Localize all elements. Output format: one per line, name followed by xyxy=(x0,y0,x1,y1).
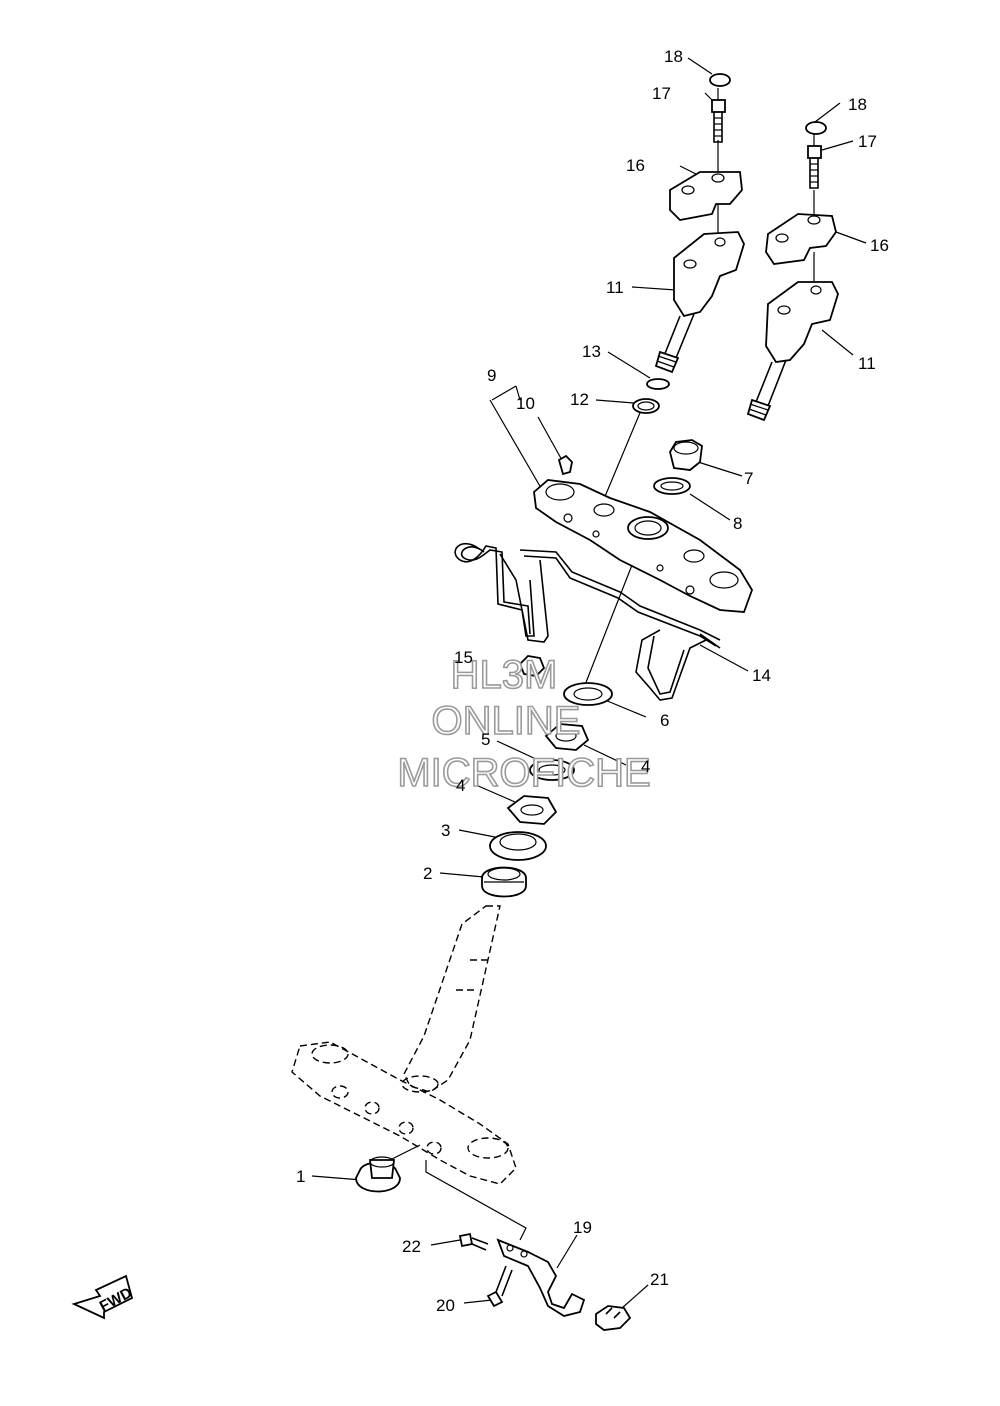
upper-holder-16-right xyxy=(765,213,837,265)
callout-21: 21 xyxy=(650,1270,669,1289)
lower-holder-11-right xyxy=(765,281,839,363)
ring-nut-4-lower xyxy=(506,795,558,825)
bolt-22 xyxy=(458,1232,474,1248)
callout-4: 4 xyxy=(456,776,465,795)
callout-9: 9 xyxy=(487,366,496,385)
callout-2: 2 xyxy=(423,864,432,883)
callout-6: 6 xyxy=(660,711,669,730)
stay-19 xyxy=(496,1238,586,1317)
callout-3: 3 xyxy=(441,821,450,840)
callout-15: 15 xyxy=(454,648,473,667)
cap-18-right xyxy=(805,121,827,135)
callout-22: 22 xyxy=(402,1237,421,1256)
callout-16: 16 xyxy=(626,156,645,175)
lower-holder-11-left xyxy=(673,231,745,318)
washer-6 xyxy=(563,682,613,706)
leader-lines xyxy=(311,57,867,1309)
cap-18-left xyxy=(709,73,731,87)
callout-14: 14 xyxy=(752,666,771,685)
watermark-line-3: MICROFICHE xyxy=(397,751,650,795)
watermark: HL3M ONLINE MICROFICHE xyxy=(397,652,652,796)
handlebar-holder-left xyxy=(632,73,745,414)
callout-19: 19 xyxy=(573,1218,592,1237)
callout-11: 11 xyxy=(606,278,624,297)
upper-bracket-9 xyxy=(533,454,753,613)
washer-12 xyxy=(632,398,660,414)
callout-17: 17 xyxy=(652,84,671,103)
stem-nut-and-washer xyxy=(653,439,703,495)
bolt-17-left xyxy=(711,99,726,113)
washer-8 xyxy=(653,477,691,495)
cable-guide-14 xyxy=(454,542,721,701)
washer-13 xyxy=(646,378,670,390)
watermark-line-1: HL3M xyxy=(451,653,558,697)
ring-nut-4-upper xyxy=(544,723,590,751)
callout-1: 1 xyxy=(296,1167,305,1186)
callout-17: 17 xyxy=(858,132,877,151)
callout-16: 16 xyxy=(870,236,889,255)
hose-bracket-group xyxy=(458,1232,632,1331)
handlebar-holder-right xyxy=(746,121,839,422)
callout-8: 8 xyxy=(733,514,742,533)
lock-washer-5 xyxy=(529,759,575,781)
nut-15 xyxy=(518,655,546,677)
bolt-20 xyxy=(486,1290,504,1308)
forward-arrow-icon: FWD xyxy=(71,1274,135,1320)
callout-10: 10 xyxy=(516,394,535,413)
callout-18: 18 xyxy=(664,47,683,66)
bolt-17-right xyxy=(807,145,822,159)
callout-13: 13 xyxy=(582,342,601,361)
callout-4: 4 xyxy=(641,757,650,776)
watermark-line-2: ONLINE xyxy=(432,699,581,743)
callout-7: 7 xyxy=(744,469,753,488)
callout-12: 12 xyxy=(570,390,589,409)
callout-20: 20 xyxy=(436,1296,455,1315)
bearing-stack xyxy=(481,655,613,898)
under-bracket-stem xyxy=(291,905,517,1193)
callout-labels: 18 17 16 11 13 9 10 12 18 17 16 11 7 8 1… xyxy=(296,47,889,1315)
nut-7 xyxy=(669,439,703,471)
clamp-21 xyxy=(595,1305,632,1331)
callout-5: 5 xyxy=(481,730,490,749)
bearing-cover-3 xyxy=(489,831,547,861)
upper-holder-16-left xyxy=(669,171,743,221)
callout-11: 11 xyxy=(858,354,876,373)
callout-18: 18 xyxy=(848,95,867,114)
bolt-10 xyxy=(557,454,573,476)
